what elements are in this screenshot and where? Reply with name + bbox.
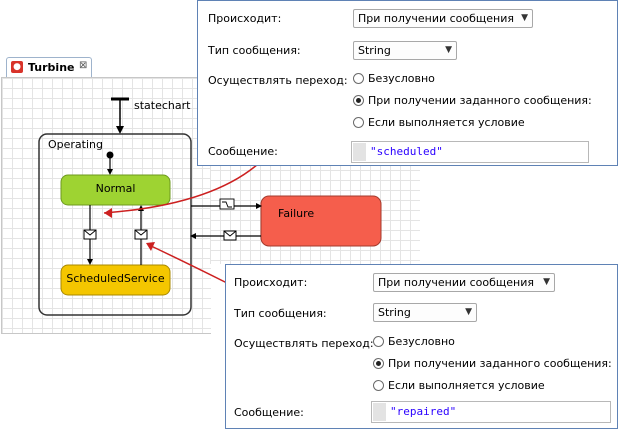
operating-state	[38, 133, 192, 316]
scheduled-service-state	[60, 264, 171, 296]
entry-label: statechart	[134, 99, 191, 112]
chevron-down-icon: ▼	[521, 13, 528, 23]
trigger-select[interactable]: При получении сообщения▼	[373, 273, 555, 292]
radio-unconditional[interactable]: Безусловно	[353, 72, 435, 85]
entry-arrowhead	[116, 126, 124, 134]
trigger-select[interactable]: При получении сообщения▼	[353, 9, 533, 28]
callout-arrow-repaired	[148, 244, 228, 284]
normal-state-label[interactable]: Normal	[95, 182, 136, 195]
message-field[interactable]: "repaired"	[371, 401, 611, 423]
message-value: "scheduled"	[370, 145, 443, 158]
tab-title: Turbine	[28, 61, 75, 74]
transition-properties-panel-repaired: Происходит: При получении сообщения▼ Тип…	[225, 264, 618, 429]
operating-label: Operating	[48, 138, 103, 151]
model-icon: ●	[11, 61, 23, 73]
message-type-label: Тип сообщения:	[208, 44, 301, 57]
initial-arrowhead	[107, 169, 113, 175]
chevron-down-icon: ▼	[543, 277, 550, 287]
arrowhead-down	[87, 259, 93, 265]
arrowhead-right	[256, 203, 262, 209]
normal-state	[60, 174, 171, 206]
failure-state	[260, 195, 382, 247]
message-label: Сообщение:	[208, 145, 278, 158]
message-field[interactable]: "scheduled"	[351, 141, 589, 163]
chevron-down-icon: ▼	[445, 45, 452, 55]
trigger-label: Происходит:	[234, 276, 308, 289]
message-type-label: Тип сообщения:	[234, 307, 327, 320]
scheduled-service-state-label[interactable]: ScheduledService	[66, 272, 165, 285]
failure-state-label[interactable]: Failure	[278, 207, 315, 220]
radio-on-condition[interactable]: Если выполняется условие	[353, 116, 525, 129]
transition-mode-label: Осуществлять переход:	[234, 337, 374, 350]
arrowhead-left	[190, 233, 196, 239]
editor-tab-turbine[interactable]: ● Turbine ⊠	[6, 57, 92, 77]
chevron-down-icon: ▼	[465, 307, 472, 317]
radio-on-message[interactable]: При получении заданного сообщения:	[373, 357, 612, 370]
radio-on-message[interactable]: При получении заданного сообщения:	[353, 94, 592, 107]
message-value: "repaired"	[390, 405, 457, 418]
transition-properties-panel-scheduled: Происходит: При получении сообщения▼ Тип…	[197, 0, 618, 166]
radio-unconditional[interactable]: Безусловно	[373, 335, 455, 348]
message-type-select[interactable]: String▼	[373, 303, 477, 322]
transition-mode-label: Осуществлять переход:	[208, 74, 348, 87]
callout-arrow-scheduled	[103, 163, 259, 214]
message-type-select[interactable]: String▼	[353, 41, 457, 60]
trigger-label: Происходит:	[208, 12, 282, 25]
close-icon[interactable]: ⊠	[79, 60, 88, 71]
message-label: Сообщение:	[234, 406, 304, 419]
radio-on-condition[interactable]: Если выполняется условие	[373, 379, 545, 392]
